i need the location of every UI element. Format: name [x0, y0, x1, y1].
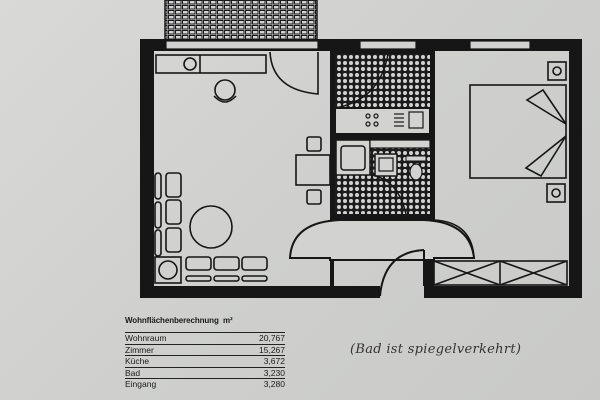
windows [165, 40, 531, 50]
area-unit: m² [223, 316, 233, 325]
area-table-title: Wohnflächenberechnung m² [125, 316, 233, 325]
bedroom-furniture [433, 61, 568, 286]
living-furniture [154, 51, 331, 284]
stove-icon [365, 111, 424, 129]
inner-walls [330, 49, 435, 290]
entrance-hall [288, 219, 476, 261]
balcony [164, 0, 318, 41]
handwritten-note: (Bad ist spiegelverkehrt) [350, 342, 522, 357]
